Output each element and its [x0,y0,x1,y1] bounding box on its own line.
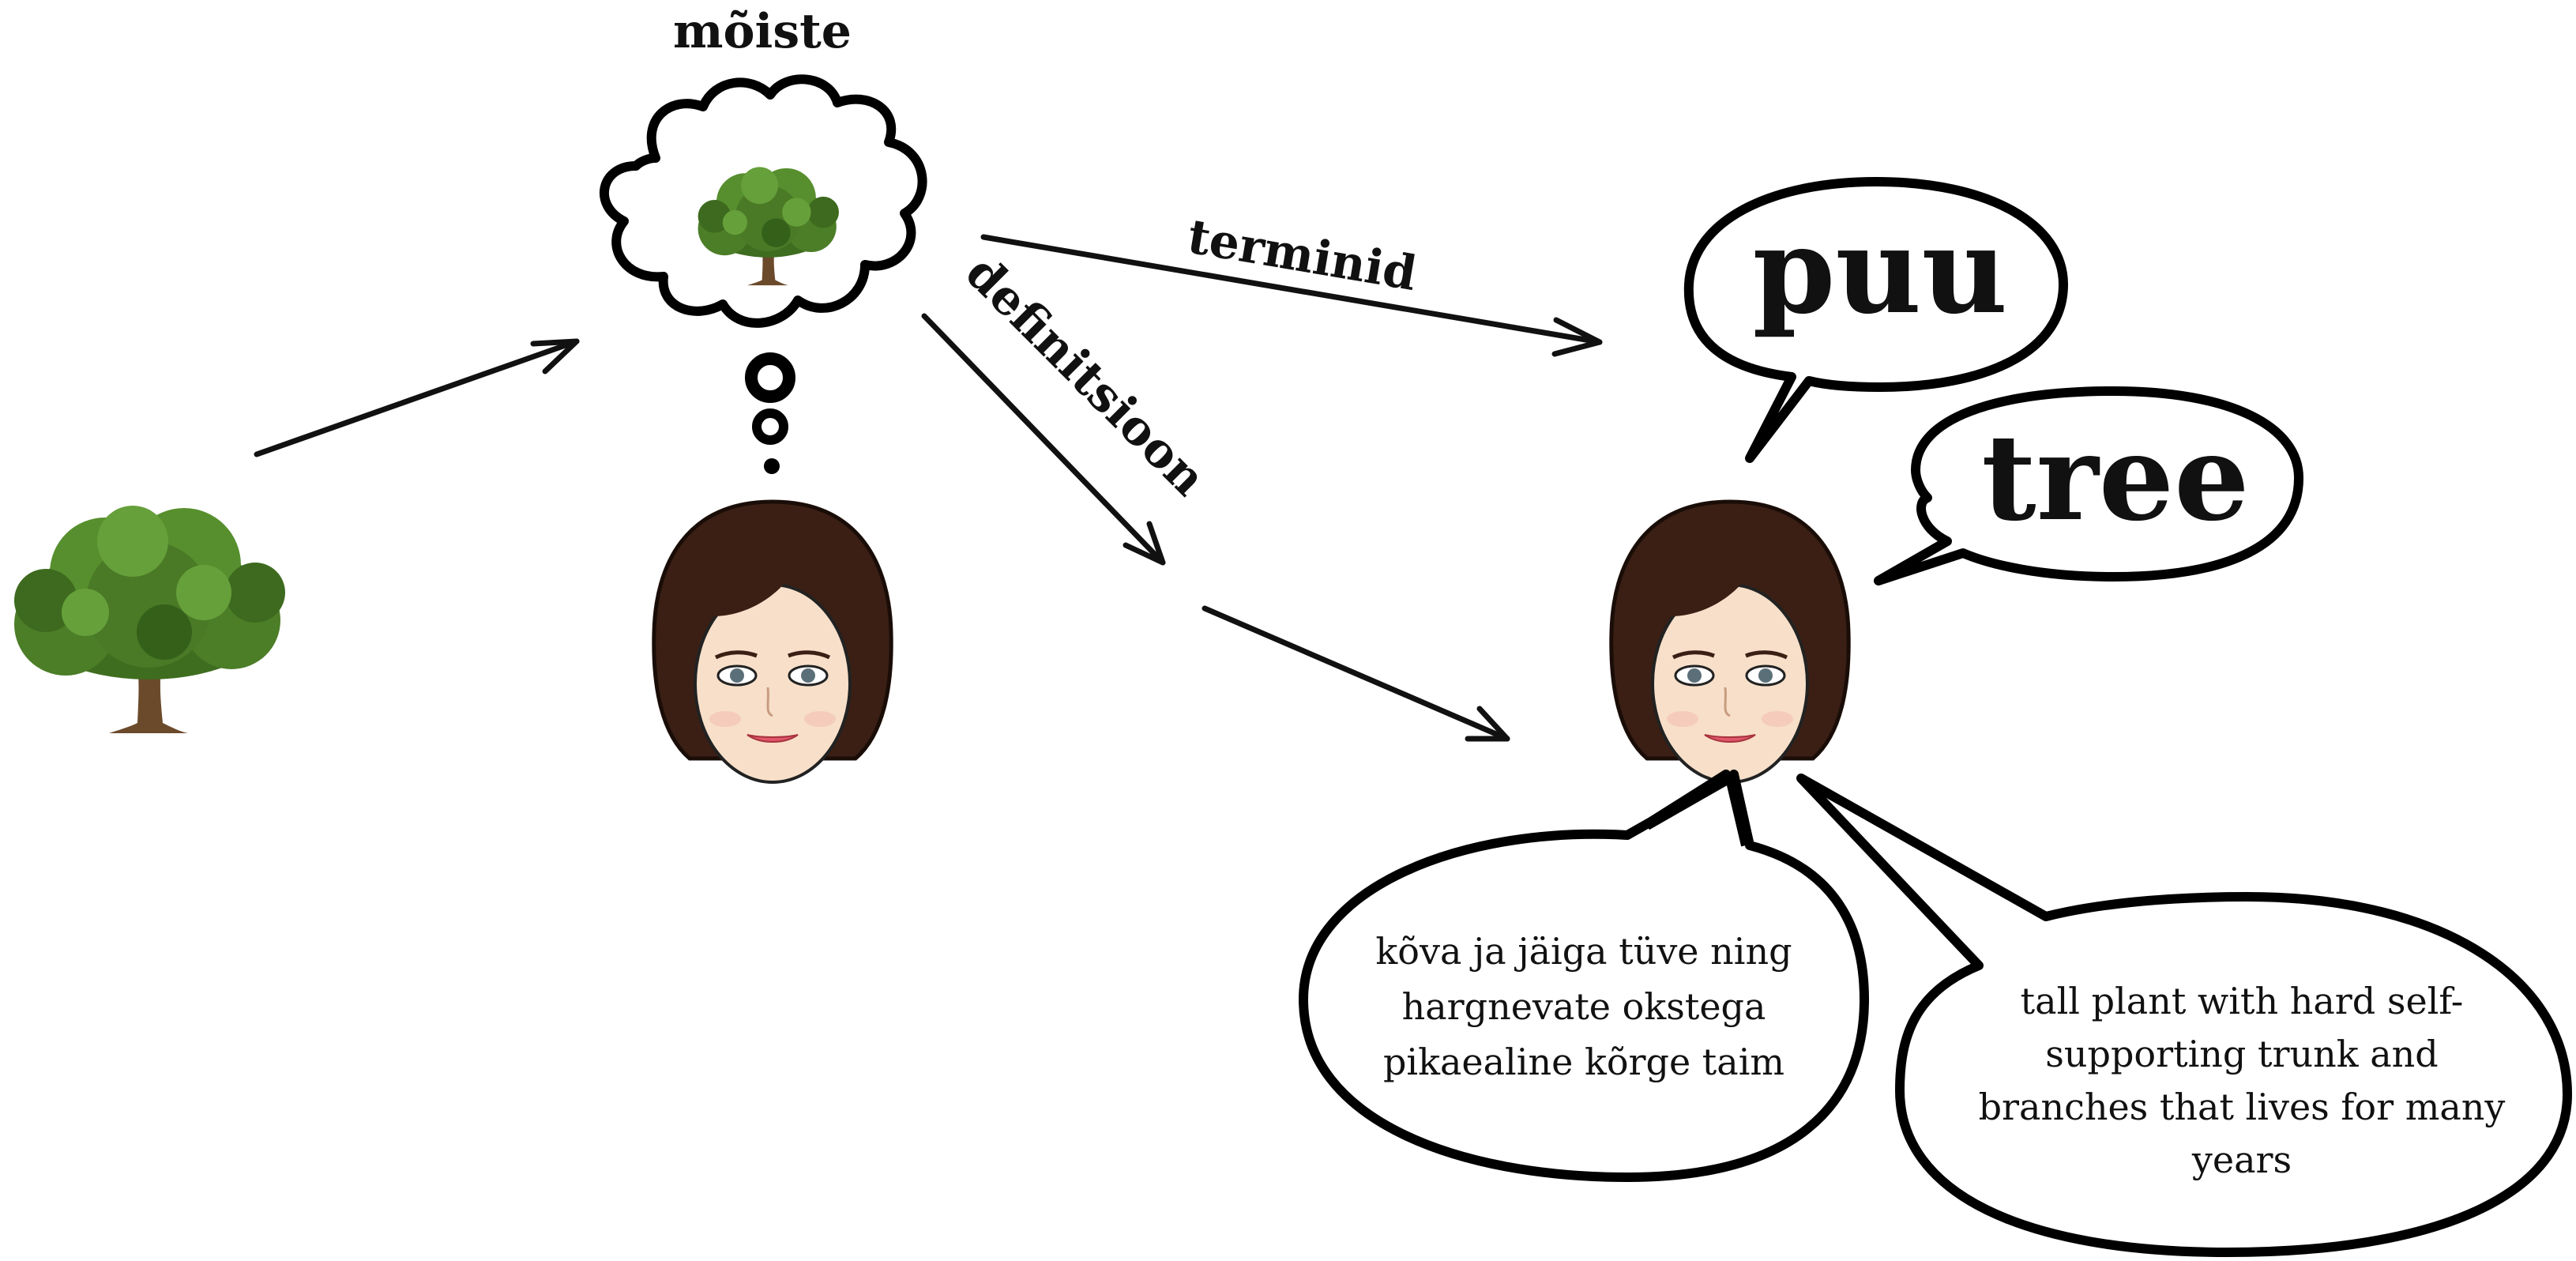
arrow-definition [921,313,1510,742]
person-face-thinking [654,502,891,782]
speech-bubble-term-english: tree [1874,386,2303,585]
definition-estonian-line-2: hargnevate okstega [1402,985,1766,1028]
concept-label: mõiste [673,4,852,59]
tree-illustration [14,506,285,733]
thought-cloud [599,74,927,474]
definition-bubble-english: tall plant with hard self- supporting tr… [1796,774,2572,1257]
definition-estonian-line-1: kõva ja jäiga tüve ning [1375,930,1792,973]
definition-estonian-line-3: pikaealine kõrge taim [1383,1041,1784,1083]
definition-english-line-3: branches that lives for many [1979,1086,2506,1128]
person-face-speaking [1611,502,1848,782]
arrow-terms [980,234,1603,357]
definition-bubble-estonian: kõva ja jäiga tüve ning hargnevate okste… [1299,770,1869,1182]
terms-label: terminid [1183,209,1420,302]
term-estonian: puu [1753,201,2008,341]
definition-english-line-2: supporting trunk and [2045,1033,2438,1075]
definition-english-line-1: tall plant with hard self- [2021,980,2464,1022]
arrow-tree-to-concept [254,338,580,457]
term-english: tree [1981,408,2249,548]
speech-bubble-term-estonian: puu [1683,177,2068,463]
definition-english-line-4: years [2191,1139,2292,1181]
definition-label: definitsioon [955,245,1217,506]
